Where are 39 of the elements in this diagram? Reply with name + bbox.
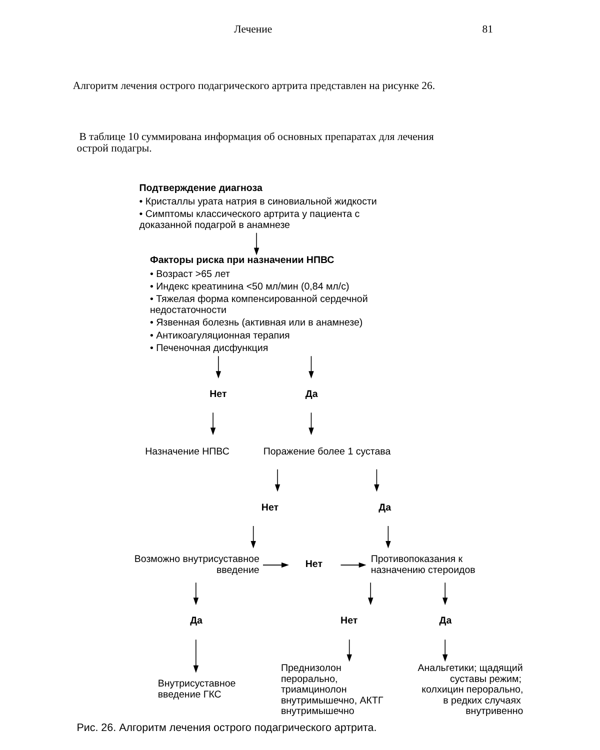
arrow [368,582,374,606]
node-text: Нет [340,616,358,627]
node-text: Подтверждение диагноза • Кристаллы урата натрия в синовиальной жидкости • Симптомы классического артрита у пациента с доказанной подагрой в анамнезе [139,182,377,231]
arrow [374,468,380,492]
label: Алгоритм лечения острого подагрического артрита представлен на рисунке 26. [72,80,436,92]
arrow [193,582,199,606]
node-text: Противопоказания к назначению стероидов [370,554,476,576]
node-text: Возможно внутрисуставное введение [134,554,260,576]
node-text: Да [305,388,318,400]
node-text: Внутрисуставное введение ГКС [158,678,236,700]
node-text: Поражение более 1 сустава [263,446,391,458]
arrow [210,412,216,436]
node-text: Нет [210,388,227,400]
arrow [274,468,280,492]
arrow [386,526,391,548]
arrow [262,562,289,568]
arrow [216,356,221,379]
node-text: Нет [261,502,279,514]
node-text: Назначение НПВС [145,446,230,458]
arrow [308,412,314,436]
arrow [442,639,448,662]
label: В таблице 10 суммирована информация об основных препаратах для лечения острой подагры. [76,130,434,155]
node-text: Да [378,502,392,514]
caption: Рис. 26. Алгоритм лечения острого подагрического артрита. [76,722,377,734]
arrow [250,526,256,548]
node-text: Да [190,616,202,627]
node-text: Нет [305,559,323,570]
arrow [340,562,366,568]
node-text: Анальгетики; щадящий суставы режим; колхицин перорально, в редких случаях внутривенно [418,663,524,718]
arrow [193,639,199,673]
label: 81 [482,23,493,36]
arrow [442,582,448,606]
arrow [346,639,352,662]
arrow [308,356,314,379]
node-text: Факторы риска при назначении НПВС • Возраст >65 лет • Индекс креатинина <50 мл/мин (0,84 мл/с) • Тяжелая форма компенсированной сердечной недостаточности • Язвенная болезнь (активная или в анамнезе) • Антикоагуляционная терапия • Печеночная дисфункция [150,255,368,354]
node-text: Да [439,616,452,627]
node-text: Преднизолон перорально, триамцинолон внутримышечно, АКТГ внутримышечно [280,663,384,718]
label: Лечение [234,23,272,36]
arrow [254,232,260,256]
